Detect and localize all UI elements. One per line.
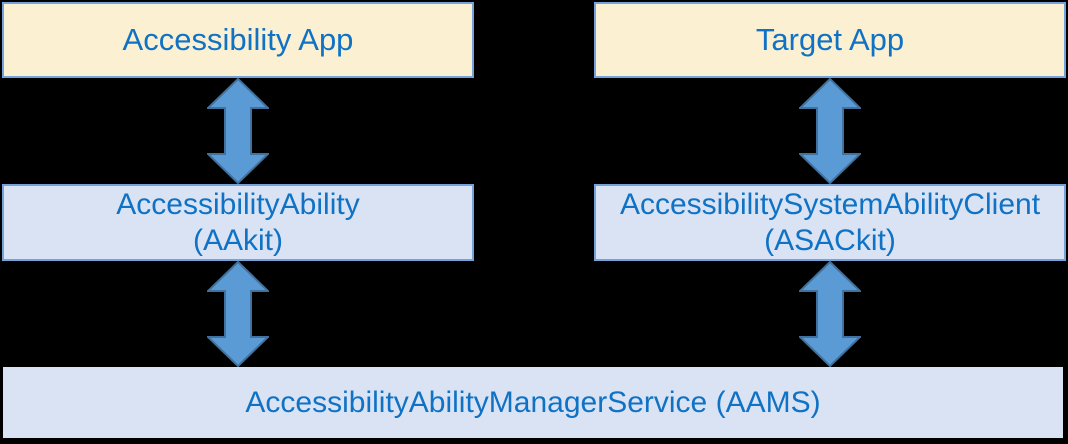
box-aams-label: AccessibilityAbilityManagerService (AAMS… (245, 385, 821, 419)
box-aakit-line1: AccessibilityAbility (116, 187, 360, 221)
box-target-app: Target App (594, 2, 1066, 78)
box-accessibility-app-label: Accessibility App (122, 22, 354, 57)
box-accessibility-app: Accessibility App (2, 2, 474, 78)
double-arrow-icon (207, 261, 269, 367)
double-arrow-icon (799, 261, 861, 367)
box-accessibility-system-ability-client-asackit: AccessibilitySystemAbilityClient (ASACki… (594, 184, 1066, 261)
box-aakit-line2: (AAkit) (193, 223, 283, 257)
box-target-app-label: Target App (755, 22, 905, 57)
box-accessibility-ability-aakit: AccessibilityAbility (AAkit) (2, 184, 474, 261)
box-asackit-line1: AccessibilitySystemAbilityClient (619, 187, 1041, 221)
double-arrow-icon (799, 78, 861, 184)
double-arrow-icon (207, 78, 269, 184)
box-accessibility-ability-manager-service-aams: AccessibilityAbilityManagerService (AAMS… (3, 367, 1063, 438)
box-asackit-line2: (ASACkit) (764, 223, 896, 257)
